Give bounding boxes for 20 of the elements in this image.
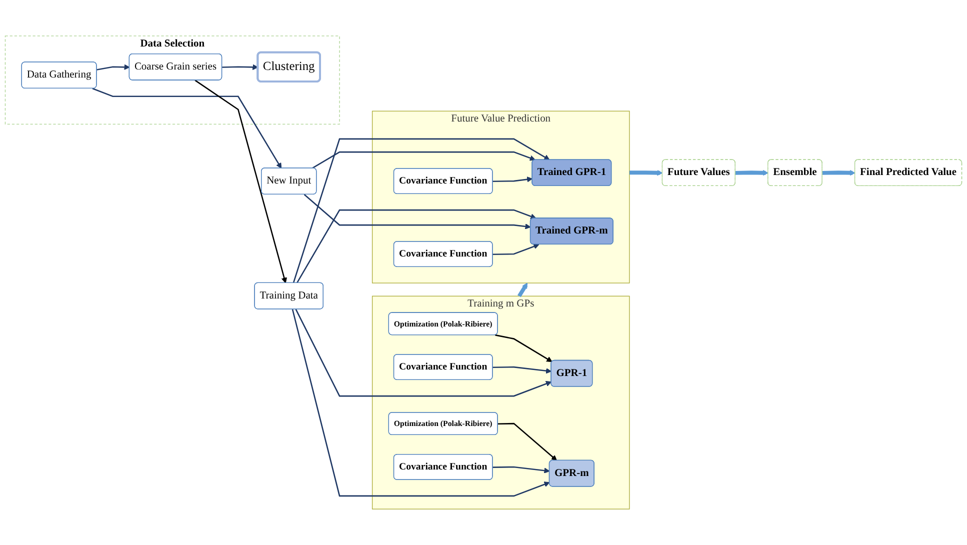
arrow bbox=[492, 176, 533, 182]
arrow bbox=[295, 308, 552, 397]
arrow bbox=[312, 151, 536, 169]
arrow bbox=[92, 88, 282, 169]
arrow bbox=[292, 309, 550, 497]
arrow bbox=[735, 170, 768, 176]
arrow bbox=[194, 80, 288, 284]
arrow bbox=[495, 334, 552, 362]
arrow bbox=[492, 244, 540, 256]
arrow bbox=[304, 194, 531, 230]
arrow bbox=[498, 422, 558, 461]
arrow bbox=[96, 64, 130, 70]
arrow bbox=[629, 170, 663, 176]
arrow bbox=[822, 170, 856, 176]
arrow bbox=[222, 64, 258, 70]
arrow bbox=[296, 209, 536, 284]
arrow bbox=[492, 466, 550, 474]
arrow bbox=[492, 366, 552, 374]
arrow bbox=[292, 138, 550, 284]
arrow bbox=[517, 282, 528, 298]
